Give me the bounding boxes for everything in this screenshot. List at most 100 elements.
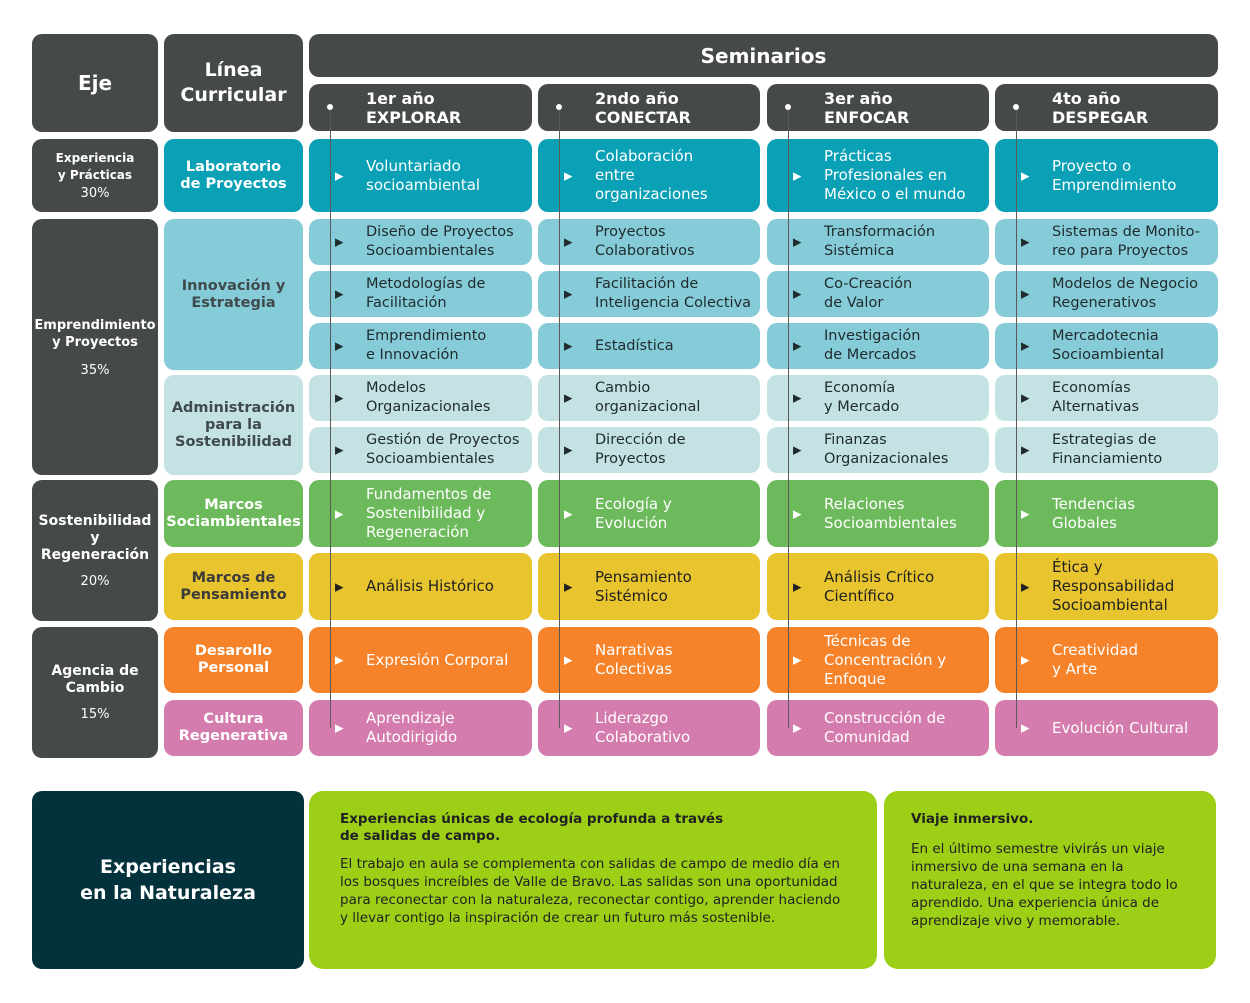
course-name: Evolución Cultural (1052, 718, 1189, 737)
course-name: Metodologías de Facilitación (366, 276, 486, 311)
course-cell: ▶Modelos de Negocio Regenerativos (995, 271, 1218, 317)
course-cell: ▶Emprendimiento e Innovación (309, 323, 532, 369)
eje-name: Agencia de Cambio (51, 663, 139, 696)
nature-title-box: Experiencias en la Naturaleza (32, 791, 304, 969)
course-cell: ▶Construcción de Comunidad (767, 700, 989, 756)
linea-cultura: Cultura Regenerativa (164, 700, 303, 756)
course-cell: ▶Narrativas Colectivas (538, 627, 760, 693)
linea-label: Desarollo Personal (194, 643, 273, 676)
course-cell: ▶Liderazgo Colaborativo (538, 700, 760, 756)
course-name: Modelos de Negocio Regenerativos (1052, 276, 1199, 311)
year-header-3: 3er año ENFOCAR (767, 84, 989, 131)
arrow-right-icon: ▶ (793, 391, 802, 405)
course-name: Construcción de Comunidad (824, 709, 946, 746)
eje-name: Experiencia y Prácticas (55, 151, 135, 182)
course-cell: ▶Prácticas Profesionales en México o el … (767, 139, 989, 212)
timeline-dot (327, 104, 333, 110)
eje-name: Emprendimiento y Proyectos (34, 317, 156, 350)
arrow-right-icon: ▶ (564, 653, 573, 667)
course-name: Análisis Histórico (366, 577, 494, 595)
arrow-right-icon: ▶ (564, 507, 573, 520)
course-name: Fundamentos de Sostenibilidad y Regenera… (366, 485, 492, 541)
course-cell: ▶ Creatividad y Arte (995, 627, 1218, 693)
seminarios-header-label: Seminarios (700, 43, 827, 68)
year-title: 4to año (1052, 88, 1121, 108)
course-name: Finanzas Organizacionales (824, 432, 949, 467)
linea-label: Laboratorio de Proyectos (180, 158, 287, 192)
arrow-right-icon: ▶ (793, 169, 802, 182)
eje-header-label: Eje (77, 71, 113, 95)
year-sub: EXPLORAR (366, 107, 462, 127)
card-body: En el último semestre vivirás un viaje i… (911, 841, 1178, 929)
course-cell: ▶Modelos Organizacionales (309, 375, 532, 421)
course-name: Creatividad y Arte (1052, 641, 1139, 678)
eje-percent: 15% (80, 707, 110, 722)
timeline-line (330, 108, 331, 728)
arrow-right-icon: ▶ (564, 235, 573, 249)
linea-marcos-pensamiento: Marcos de Pensamiento (164, 553, 303, 620)
course-cell: ▶Metodologías de Facilitación (309, 271, 532, 317)
arrow-right-icon: ▶ (793, 653, 802, 667)
course-cell: ▶Expresión Corporal (309, 627, 532, 693)
course-cell: ▶Co-Creación de Valor (767, 271, 989, 317)
eje-header: Eje (32, 34, 158, 132)
arrow-right-icon: ▶ (1021, 339, 1030, 353)
course-name: Facilitación de Inteligencia Colectiva (595, 276, 752, 311)
linea-marcos-sociambientales: Marcos Sociambientales (164, 480, 303, 547)
arrow-right-icon: ▶ (335, 235, 344, 249)
year-header-4: 4to año DESPEGAR (995, 84, 1218, 131)
course-name: Aprendizaje Autodirigido (366, 709, 458, 746)
course-cell: ▶Análisis Crítico Científico (767, 553, 989, 620)
arrow-right-icon: ▶ (335, 443, 344, 457)
course-cell: ▶Tendencias Globales (995, 480, 1218, 547)
course-name: Voluntariado socioambiental (366, 156, 481, 194)
nature-card-immersive-trip: Viaje inmersivo. En el último semestre v… (884, 791, 1216, 969)
course-name: Técnicas de Concentración y Enfoque (824, 631, 947, 688)
course-name: Expresión Corporal (366, 650, 509, 669)
linea-administracion: Administración para la Sostenibilidad (164, 375, 303, 475)
arrow-right-icon: ▶ (564, 443, 573, 457)
course-name: Modelos Organizacionales (366, 380, 491, 415)
year-sub: CONECTAR (595, 107, 691, 127)
course-cell: ▶Transformación Sistémica (767, 219, 989, 265)
course-name: Ecología y Evolución (595, 494, 672, 532)
course-cell: ▶Proyectos Colaborativos (538, 219, 760, 265)
year-sub: DESPEGAR (1052, 107, 1149, 127)
year-sub: ENFOCAR (824, 107, 910, 127)
course-cell: ▶Investigación de Mercados (767, 323, 989, 369)
arrow-right-icon: ▶ (1021, 443, 1030, 457)
course-name: Colaboración entre organizaciones (595, 147, 708, 203)
arrow-right-icon: ▶ (1021, 721, 1030, 735)
course-cell: ▶ Técnicas de Concentración y Enfoque (767, 627, 989, 693)
arrow-right-icon: ▶ (564, 391, 573, 405)
course-cell: ▶Dirección de Proyectos (538, 427, 760, 473)
year-title: 3er año (824, 88, 893, 108)
eje-percent: 35% (80, 362, 110, 378)
timeline-dot (1013, 104, 1019, 110)
card-heading: Experiencias únicas de ecología profunda… (340, 811, 724, 844)
course-cell: ▶Finanzas Organizacionales (767, 427, 989, 473)
course-cell: ▶Relaciones Socioambientales (767, 480, 989, 547)
arrow-right-icon: ▶ (1021, 169, 1030, 182)
arrow-right-icon: ▶ (1021, 391, 1030, 405)
course-cell: ▶Sistemas de Monito- reo para Proyectos (995, 219, 1218, 265)
year-header-1: 1er año EXPLORAR (309, 84, 532, 131)
linea-desarrollo: Desarollo Personal (164, 627, 303, 693)
course-name: Diseño de Proyectos Socioambientales (366, 224, 514, 259)
course-name: Pensamiento Sistémico (595, 567, 692, 605)
arrow-right-icon: ▶ (1021, 235, 1030, 249)
eje-experiencia: Experiencia y Prácticas 30% (32, 139, 158, 212)
arrow-right-icon: ▶ (335, 169, 344, 182)
eje-sostenibilidad: Sostenibilidad y Regeneración 20% (32, 480, 158, 621)
linea-header: Línea Curricular (164, 34, 303, 132)
course-cell: ▶Aprendizaje Autodirigido (309, 700, 532, 756)
course-cell: ▶Gestión de Proyectos Socioambientales (309, 427, 532, 473)
course-name: Liderazgo Colaborativo (595, 709, 691, 746)
card-body: El trabajo en aula se complementa con sa… (340, 856, 841, 926)
arrow-right-icon: ▶ (1021, 653, 1030, 667)
eje-percent: 20% (80, 573, 110, 589)
arrow-right-icon: ▶ (1021, 507, 1030, 520)
course-cell: ▶Colaboración entre organizaciones (538, 139, 760, 212)
course-cell: ▶Proyecto o Emprendimiento (995, 139, 1218, 212)
arrow-right-icon: ▶ (564, 580, 573, 593)
